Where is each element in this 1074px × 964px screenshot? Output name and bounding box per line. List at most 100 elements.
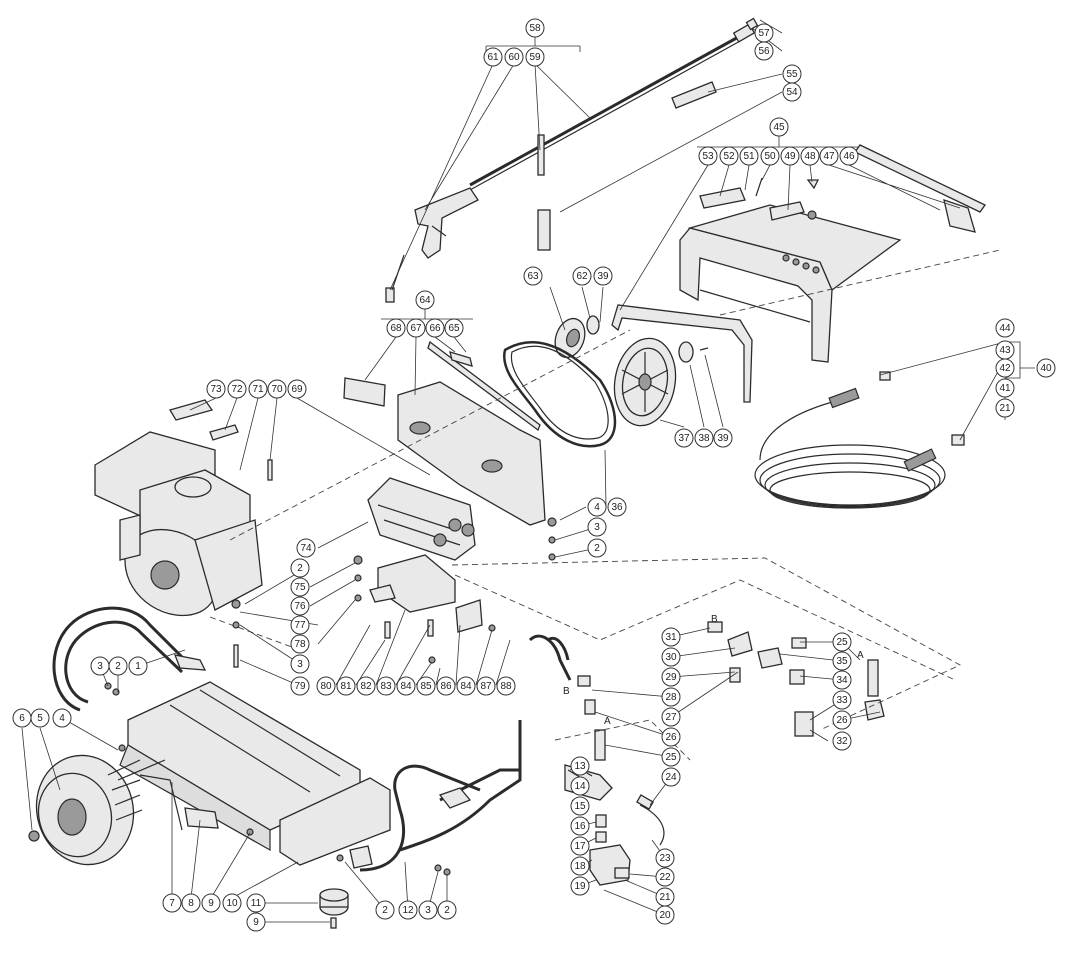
callout-circle [290,654,310,674]
callout-bubble: 74 [296,538,316,558]
callout-circle [587,497,607,517]
callout-bubble: 84 [396,676,416,696]
callout-bubble: 26 [832,710,852,730]
callout-circle [769,117,789,137]
callout-bubble: 41 [995,378,1015,398]
callout-label: 56 [758,46,770,57]
callout-bubble: 44 [995,318,1015,338]
callout-label: 3 [97,661,103,672]
callout-bubble: 56 [754,41,774,61]
callout-label: 84 [400,681,412,692]
callout-bubble: 71 [248,379,268,399]
callout-bubble: 39 [713,428,733,448]
callout-circle [570,836,590,856]
callout-bubble: 27 [661,707,681,727]
callout-label: 21 [659,892,671,903]
callout-label: 3 [594,522,600,533]
callout-bubble: 66 [425,318,445,338]
callout-circle [108,656,128,676]
callout-circle [406,318,426,338]
callout-label: 2 [115,661,121,672]
callout-bubble: 42 [995,358,1015,378]
callout-label: 63 [527,271,539,282]
belt-guard-cover [611,144,986,403]
callout-circle [416,676,436,696]
callout-label: 65 [448,323,460,334]
callout-bubble: 33 [832,690,852,710]
callout-circle [375,900,395,920]
callout-circle [832,710,852,730]
callout-circle [570,816,590,836]
callout-circle [661,767,681,787]
callout-circle [593,266,613,286]
callout-label: 41 [999,383,1011,394]
callout-bubble: 8 [181,893,201,913]
callout-bubble: 49 [780,146,800,166]
callout-circle [290,596,310,616]
callout-bubble: 70 [267,379,287,399]
gas-engine [94,399,273,617]
callout-bubble: 5 [30,708,50,728]
spray-lance [469,17,759,251]
callout-circle [839,146,859,166]
callout-circle [398,900,418,920]
callout-circle [832,651,852,671]
callout-label: 76 [294,601,306,612]
rubber-foot [319,888,349,929]
callout-circle [290,615,310,635]
callout-circle [52,708,72,728]
callout-circle [780,146,800,166]
callout-circle [128,656,148,676]
callout-label: 9 [208,898,214,909]
callout-circle [222,893,242,913]
callout-label: 48 [804,151,816,162]
callout-label: 3 [425,905,431,916]
callout-circle [819,146,839,166]
callout-label: 34 [836,675,848,686]
callout-circle [661,707,681,727]
handle [52,606,207,712]
callout-circle [760,146,780,166]
callout-circle [444,318,464,338]
callout-label: 28 [665,692,677,703]
callout-circle [832,731,852,751]
callout-label: 72 [231,384,243,395]
callout-bubble: 2 [290,558,310,578]
callout-circle [570,756,590,776]
callout-label: 29 [665,672,677,683]
callout-bubble: 6 [12,708,32,728]
callout-circle [655,867,675,887]
callout-circle [661,727,681,747]
callout-label: 26 [665,732,677,743]
callout-circle [572,266,592,286]
callout-circle [698,146,718,166]
callout-label: 70 [271,384,283,395]
callout-label: 51 [743,151,755,162]
callout-circle [661,667,681,687]
callout-circle [290,634,310,654]
callout-circle [570,796,590,816]
callout-bubble: 18 [570,856,590,876]
callout-bubble: 28 [661,687,681,707]
callout-bubble: 17 [570,836,590,856]
callout-label: 4 [59,713,65,724]
callout-bubble: 68 [386,318,406,338]
callout-label: 82 [360,681,372,692]
callout-bubble: 48 [800,146,820,166]
callout-label: 38 [698,433,710,444]
pump-pulley [613,337,709,427]
pressure-pump [367,477,483,633]
callout-label: 68 [390,323,402,334]
callout-circle [396,676,416,696]
callout-bubble: 45 [769,117,789,137]
callout-circle [739,146,759,166]
high-pressure-hose-reel [754,371,965,509]
callout-label: 1 [135,661,141,672]
callout-label: 57 [758,28,770,39]
callout-label: 25 [836,637,848,648]
callout-label: 52 [723,151,735,162]
callout-bubble: 61 [483,47,503,67]
wheel [28,754,166,866]
callout-label: 49 [784,151,796,162]
callout-circle [661,687,681,707]
